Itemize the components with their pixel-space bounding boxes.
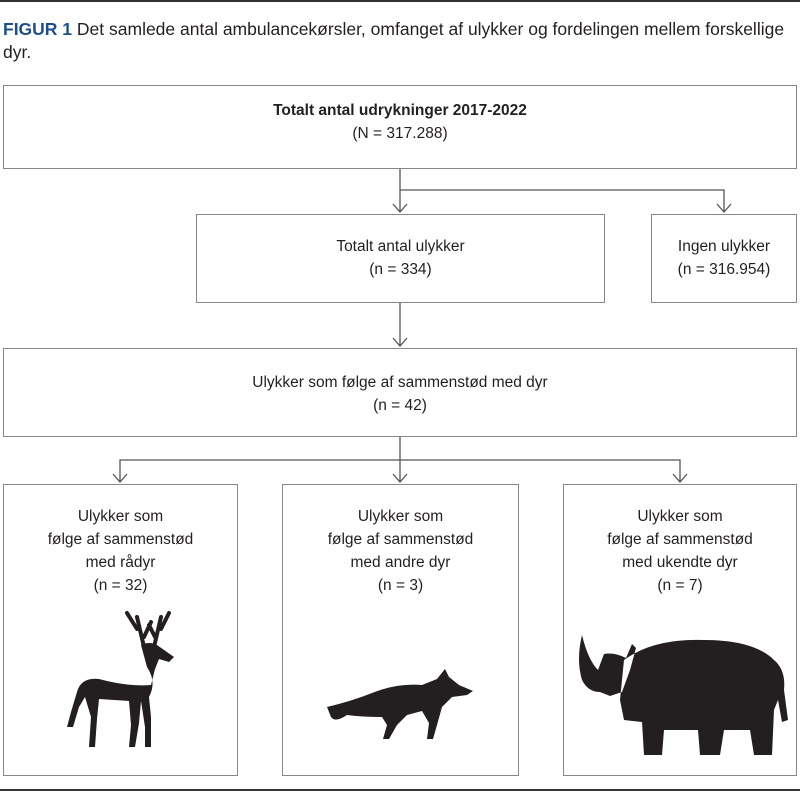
box-line: følge af sammenstød — [607, 531, 753, 548]
box-title: Totalt antal ulykker — [336, 238, 465, 255]
box-count: (n = 7) — [657, 577, 703, 594]
box-line: med rådyr — [85, 554, 156, 571]
box-count: (n = 3) — [377, 577, 424, 594]
box-total-callouts: Totalt antal udrykninger 2017-2022 (N = … — [3, 85, 797, 169]
rhino-icon — [579, 635, 788, 755]
deer-icon — [67, 611, 174, 747]
connector-animal — [119, 436, 681, 482]
box-title: Totalt antal udrykninger 2017-2022 — [273, 102, 527, 119]
box-no-accidents: Ingen ulykker (n = 316.954) — [651, 214, 797, 303]
box-line: med ukendte dyr — [622, 554, 738, 571]
wolf-icon — [327, 669, 473, 739]
box-unknown-animals: Ulykker som følge af sammenstød med uken… — [563, 484, 797, 776]
box-animal-accidents: Ulykker som følge af sammenstød med dyr … — [3, 348, 797, 437]
box-count: (n = 42) — [373, 397, 427, 414]
box-other-animals: Ulykker som følge af sammenstød med andr… — [282, 484, 519, 776]
box-count: (N = 317.288) — [352, 125, 448, 142]
box-count: (n = 32) — [93, 577, 148, 594]
top-rule — [0, 0, 800, 2]
box-count: (n = 334) — [369, 261, 432, 278]
box-line: følge af sammenstød — [47, 531, 194, 548]
box-line: Ulykker som — [637, 508, 723, 525]
figure-label: FIGUR 1 — [3, 19, 73, 39]
bottom-rule — [0, 789, 800, 791]
box-deer: Ulykker som følge af sammenstød med rådy… — [3, 484, 238, 776]
box-line: med andre dyr — [350, 554, 451, 571]
box-line: Ulykker som — [77, 508, 164, 525]
box-total-accidents: Totalt antal ulykker (n = 334) — [196, 214, 605, 303]
connector-accidents — [392, 302, 408, 347]
box-line: Ulykker som — [357, 508, 444, 525]
box-line: følge af sammenstød — [327, 531, 474, 548]
connector-total — [399, 168, 725, 212]
box-title: Ulykker som følge af sammenstød med dyr — [252, 374, 548, 391]
box-title: Ingen ulykker — [677, 238, 771, 255]
box-count: (n = 316.954) — [677, 261, 771, 278]
caption-text: Det samlede antal ambulancekørsler, omfa… — [3, 19, 785, 62]
figure-caption: FIGUR 1 Det samlede antal ambulancekørsl… — [3, 18, 798, 64]
